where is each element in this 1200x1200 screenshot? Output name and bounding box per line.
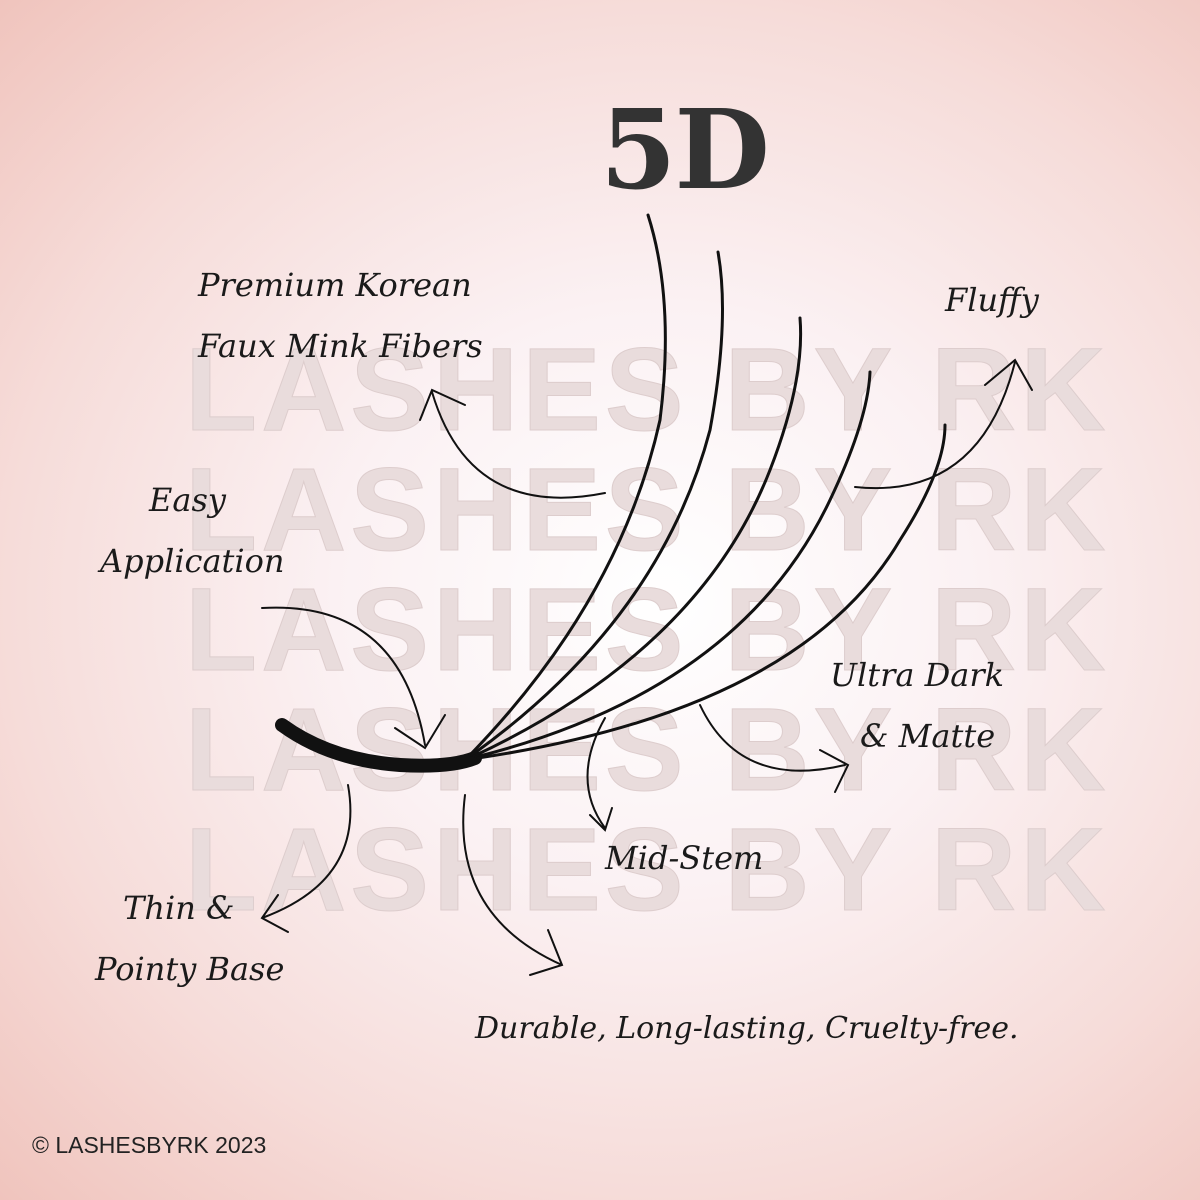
arrow-durable — [462, 794, 564, 976]
label-line: Application — [100, 541, 285, 580]
label-line: & Matte — [860, 716, 996, 755]
copyright: © LASHESBYRK 2023 — [32, 1132, 267, 1158]
label-fluffy: Fluffy — [945, 281, 1039, 319]
arrow-fluffy — [854, 358, 1033, 490]
lash-fiber — [472, 316, 803, 758]
label-mid-stem: Mid-Stem — [605, 839, 764, 877]
label-line: Ultra Dark — [830, 656, 1005, 694]
page-title: 5D — [600, 85, 770, 214]
label-line: Premium Korean — [198, 266, 472, 304]
arrow-thin — [260, 784, 352, 933]
arrow-easy — [261, 606, 446, 750]
label-easy-application: Easy Application — [100, 470, 285, 592]
label-durable: Durable, Long-lasting, Cruelty-free. — [475, 1011, 1019, 1046]
lash-fiber — [470, 250, 724, 757]
watermark-line: LASHES BY RK — [184, 804, 1110, 936]
lash-fiber — [474, 370, 872, 759]
watermark: LASHES BY RK LASHES BY RK LASHES BY RK L… — [184, 324, 1110, 936]
lash-fiber — [468, 213, 667, 757]
arrow-ultra — [699, 704, 850, 793]
watermark-line: LASHES BY RK — [184, 324, 1110, 456]
label-premium-korean: Premium Korean Faux Mink Fibers — [198, 255, 483, 377]
watermark-line: LASHES BY RK — [184, 564, 1110, 696]
label-line: Pointy Base — [95, 949, 285, 988]
arrow-premium — [419, 388, 606, 499]
label-ultra-dark: Ultra Dark & Matte — [830, 645, 1004, 767]
lash-base — [275, 718, 482, 773]
label-line: Thin & — [123, 889, 235, 927]
label-thin-pointy-base: Thin & Pointy Base — [95, 878, 284, 1000]
label-line: Faux Mink Fibers — [198, 326, 483, 365]
arrow-mid-stem — [586, 717, 613, 832]
lash-fiber — [476, 423, 947, 760]
label-line: Easy — [149, 481, 226, 519]
